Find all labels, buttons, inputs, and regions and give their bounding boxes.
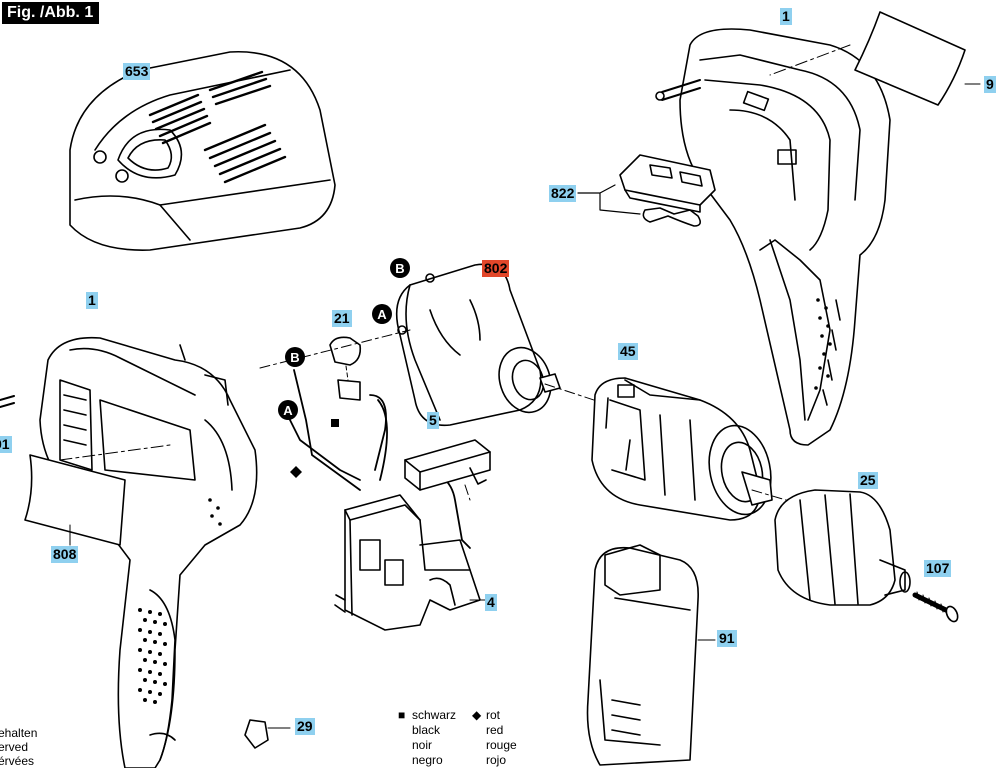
callout-25: 25 [858, 472, 878, 489]
cut-line-1: ehalten [0, 726, 38, 740]
charger-drawing [69, 50, 336, 251]
marker-b-wire: B [285, 347, 305, 367]
label-9-drawing [854, 11, 966, 106]
marker-a-motor: A [372, 304, 392, 324]
switch-knob-drawing [329, 336, 362, 401]
legend-black-fr: noir [412, 738, 433, 752]
callout-45: 45 [618, 343, 638, 360]
figure-title: Fig. /Abb. 1 [2, 2, 100, 24]
marker-a-wire: A [278, 400, 298, 420]
legend-black: ■ schwarz black noir negro [398, 708, 456, 768]
callout-91: 91 [717, 630, 737, 647]
marker-b-motor: B [390, 258, 410, 278]
callout-1-top: 1 [780, 8, 792, 25]
legend-red-de: rot [486, 708, 501, 722]
legend-diamond-symbol: ◆ [472, 708, 482, 722]
motor-drawing [395, 263, 601, 427]
callout-4: 4 [485, 594, 497, 611]
legend-black-en: black [412, 723, 441, 737]
electronic-switch-drawing [334, 494, 489, 631]
legend-square-symbol: ■ [398, 708, 406, 722]
square-symbol-black-wire [331, 419, 339, 427]
label-808-drawing [24, 454, 126, 546]
housing-half-left-drawing [0, 336, 258, 768]
clip-drawing [244, 719, 269, 749]
callout-1-left: 1 [86, 292, 98, 309]
screw-drawing [912, 591, 959, 623]
chuck-drawing [774, 489, 911, 606]
wires-drawing [285, 369, 471, 549]
callout-29: 29 [295, 718, 315, 735]
callout-91-left: 91 [0, 436, 12, 453]
switch-cover-drawing [577, 154, 716, 227]
callout-21: 21 [332, 310, 352, 327]
callout-9: 9 [984, 76, 996, 93]
legend-red-en: red [486, 723, 504, 737]
legend-red-es: rojo [486, 753, 507, 767]
cut-line-2: erved [0, 740, 29, 754]
legend-red-fr: rouge [486, 738, 517, 752]
diamond-symbol-red-wire [290, 466, 302, 478]
callout-653: 653 [123, 63, 151, 80]
housing-half-right-drawing [655, 28, 891, 446]
callout-107: 107 [924, 560, 952, 577]
pad-drawing [404, 439, 491, 491]
legend-black-de: schwarz [412, 708, 457, 722]
callout-822: 822 [549, 185, 577, 202]
callout-5: 5 [427, 412, 439, 429]
cut-line-3: érvées [0, 754, 35, 768]
legend-black-es: negro [412, 753, 443, 767]
gearbox-drawing [591, 377, 821, 521]
callout-802: 802 [482, 260, 510, 277]
cut-off-copyright-text: ehalten erved érvées [0, 726, 37, 768]
legend-red: ◆ rot red rouge rojo [472, 708, 517, 768]
callout-808: 808 [51, 546, 79, 563]
battery-drawing [586, 544, 716, 766]
